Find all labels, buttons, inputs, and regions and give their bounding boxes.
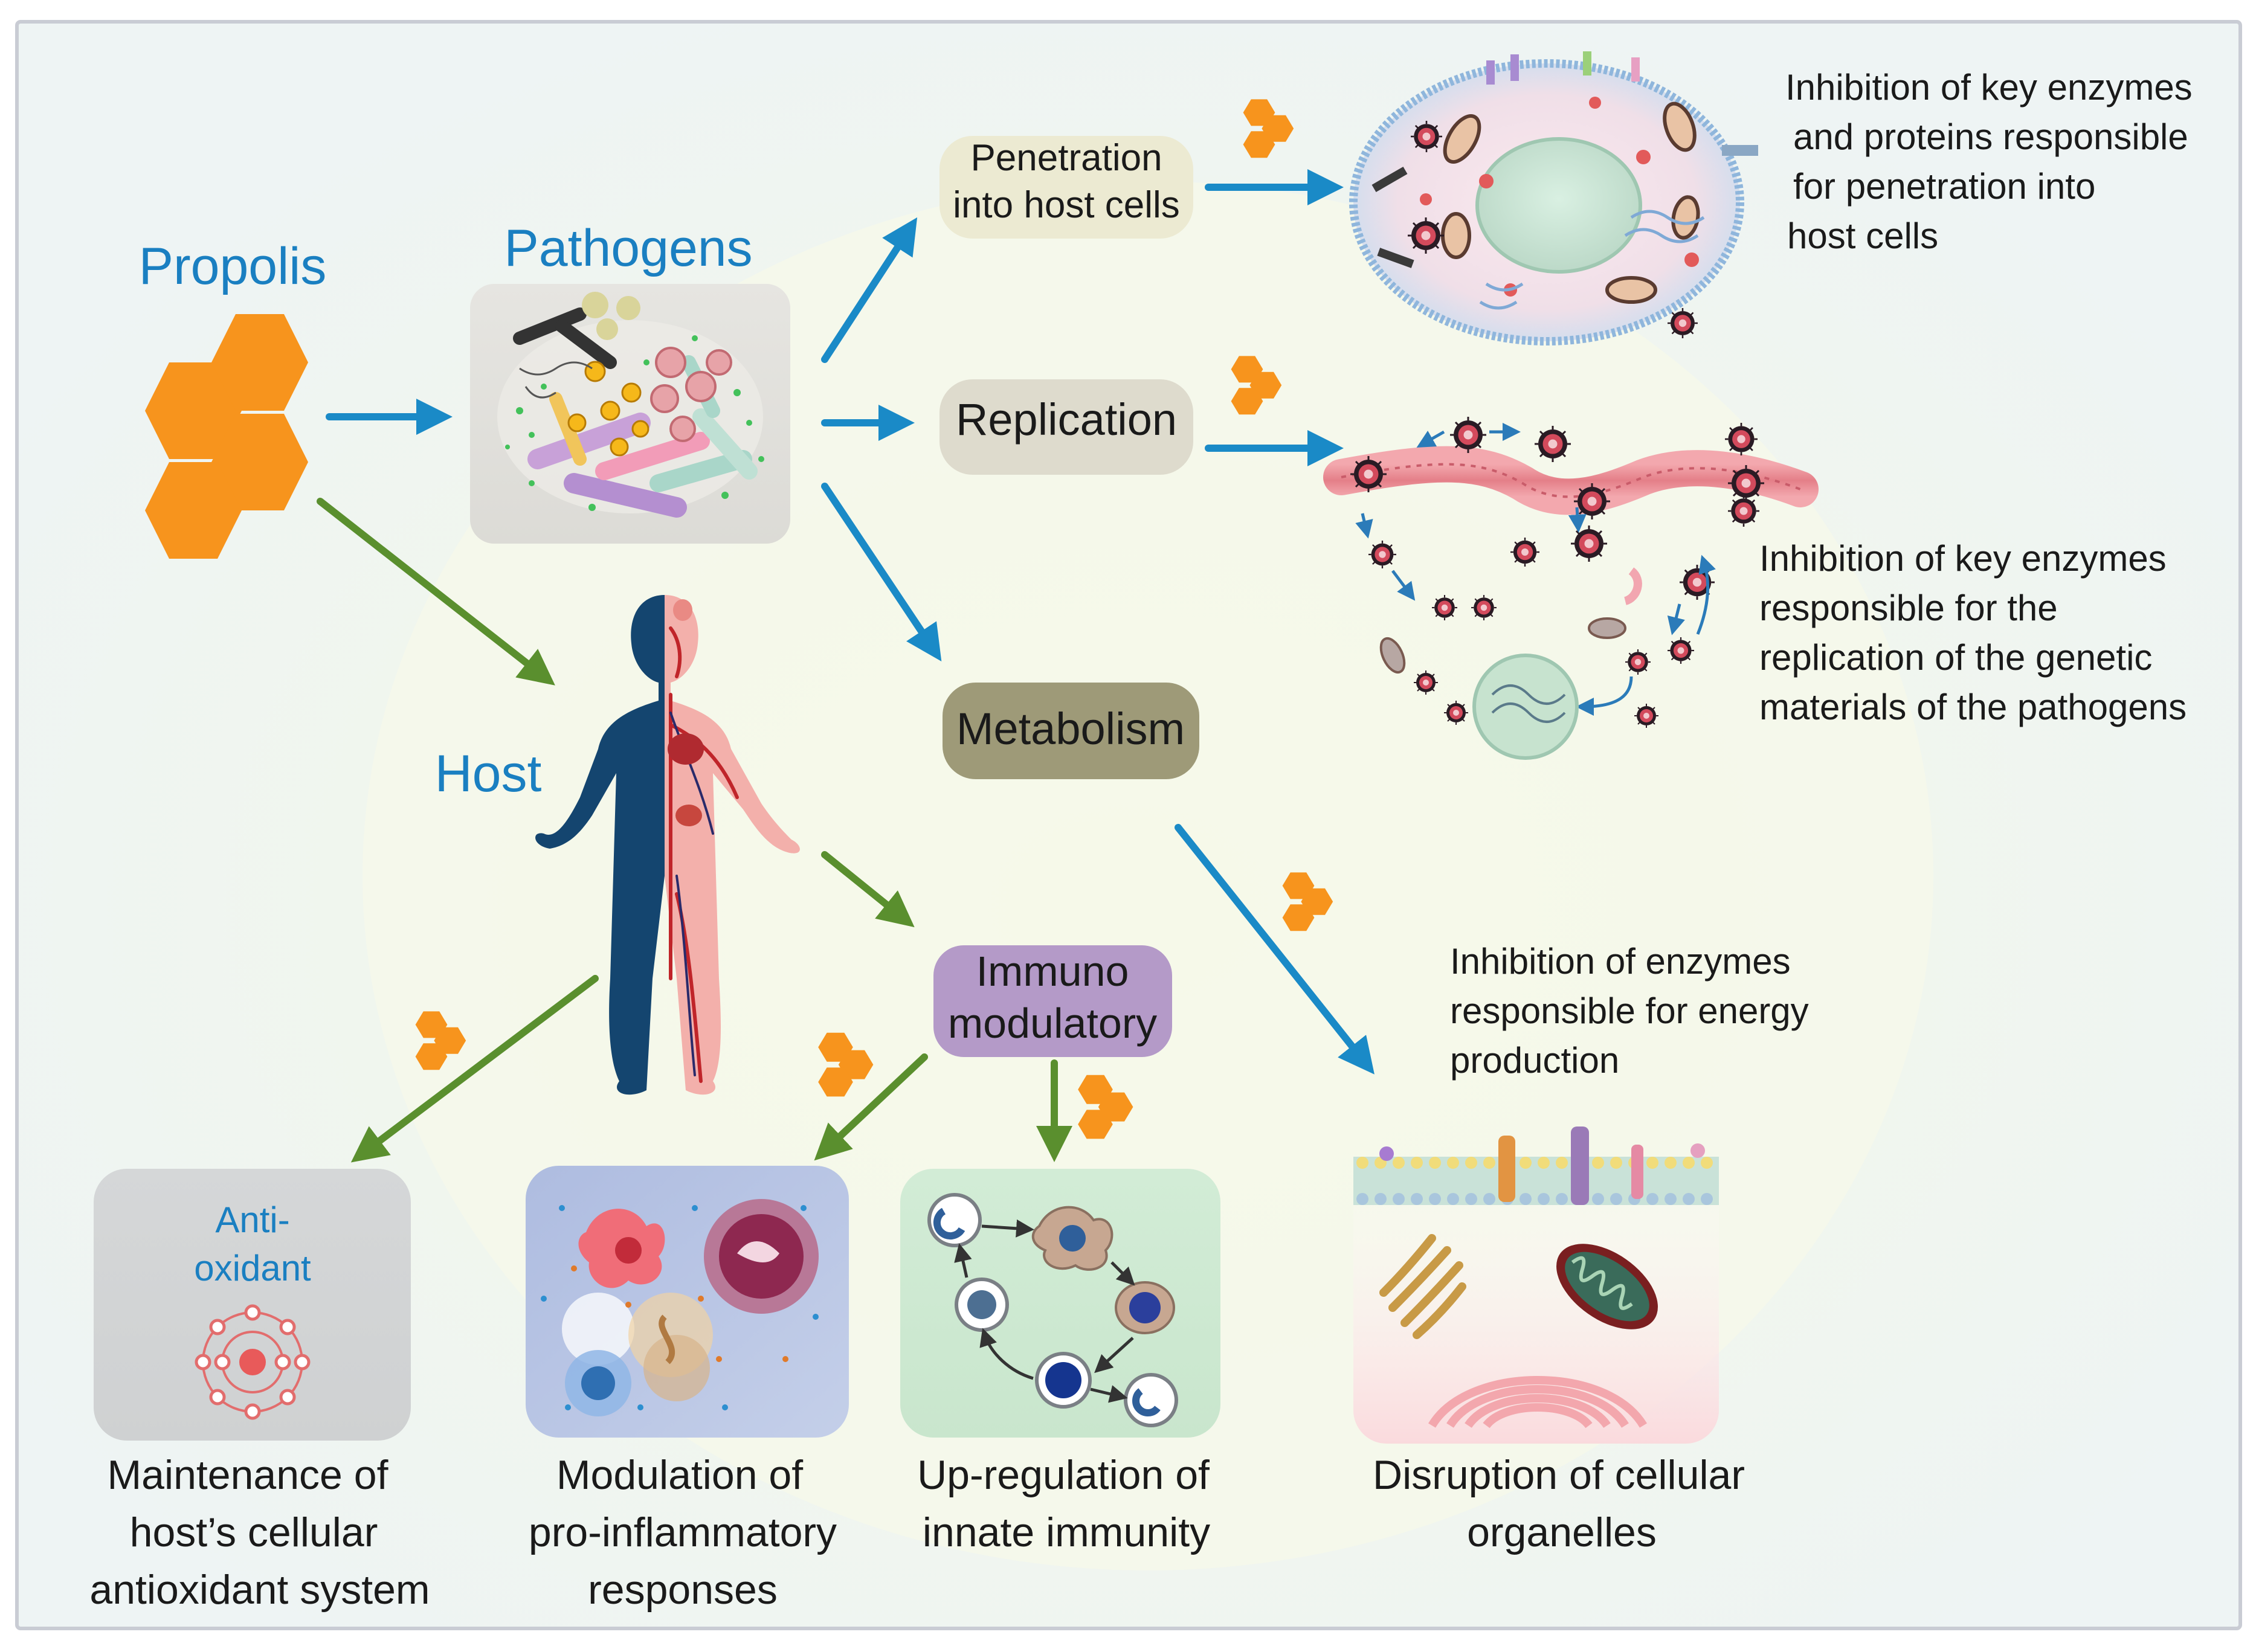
pill-immuno-line-2: modulatory — [948, 1000, 1157, 1047]
pill-immuno-line-1: Immuno — [976, 948, 1129, 995]
arrow-pathogens-to-penetration — [821, 217, 918, 363]
arrow-pathogens-to-metabolism — [821, 483, 942, 661]
innate-cells-illustration — [927, 1193, 1178, 1427]
box-organelles — [1353, 1127, 1719, 1444]
box-antioxidant: Anti- oxidant — [94, 1169, 411, 1441]
box-inflammatory — [526, 1166, 849, 1438]
pill-replication: Replication — [939, 379, 1193, 475]
caption-inflammatory-line-3: responses — [588, 1567, 778, 1613]
antioxidant-label-line-2: oxidant — [194, 1248, 311, 1288]
antioxidant-label-line-1: Anti- — [215, 1200, 289, 1240]
pill-replication-label: Replication — [956, 394, 1177, 445]
caption-inflammatory-line-2: pro-inflammatory — [529, 1509, 837, 1555]
caption-organelles-line-1: Disruption of cellular — [1373, 1452, 1745, 1498]
propolis-label: Propolis — [139, 237, 327, 295]
description-penetration-line-3: for penetration into — [1793, 166, 2095, 207]
caption-antioxidant-line-3: antioxidant system — [89, 1567, 430, 1613]
replication-illustration — [1323, 417, 1819, 760]
caption-antioxidant: Maintenance of host’s cellular antioxida… — [89, 1452, 430, 1613]
caption-antioxidant-line-2: host’s cellular — [130, 1509, 378, 1555]
description-penetration-line-2: and proteins responsible — [1793, 117, 2188, 157]
caption-innate-line-2: innate immunity — [923, 1509, 1210, 1555]
pill-penetration: Penetration into host cells — [939, 136, 1193, 239]
description-energy-line-1: Inhibition of enzymes — [1450, 941, 1791, 982]
propolis-honeycomb-icon — [145, 314, 308, 559]
caption-organelles-line-2: organelles — [1467, 1509, 1657, 1555]
pathogens-illustration — [497, 292, 764, 518]
arrow-metabolism-to-organelles — [1175, 824, 1375, 1075]
description-penetration-line-4: host cells — [1787, 216, 1938, 256]
caption-inflammatory-line-1: Modulation of — [556, 1452, 803, 1498]
pathogens-label: Pathogens — [504, 219, 752, 277]
arrow-immuno-to-inflammatory — [814, 1053, 928, 1161]
caption-innate: Up-regulation of innate immunity — [917, 1452, 1210, 1555]
organelles-illustration — [1353, 1127, 1719, 1429]
description-replication: Inhibition of key enzymes responsible fo… — [1759, 538, 2187, 727]
pill-metabolism-label: Metabolism — [956, 704, 1185, 754]
description-replication-line-1: Inhibition of key enzymes — [1759, 538, 2167, 579]
host-cell-illustration — [1349, 51, 1758, 346]
flow-arrows — [317, 169, 1375, 1163]
description-penetration: Inhibition of key enzymes and proteins r… — [1785, 67, 2193, 256]
human-body-icon — [535, 595, 800, 1095]
description-replication-line-2: responsible for the — [1759, 588, 2058, 628]
pill-metabolism: Metabolism — [943, 683, 1199, 779]
description-penetration-line-1: Inhibition of key enzymes — [1785, 67, 2193, 108]
propolis-group: Propolis — [139, 237, 327, 559]
arrow-host-to-antioxidant — [350, 975, 599, 1163]
arrow-host-to-immuno — [821, 851, 915, 928]
atom-icon — [195, 1304, 311, 1420]
host-label: Host — [435, 745, 542, 803]
caption-innate-line-1: Up-regulation of — [917, 1452, 1210, 1498]
box-innate — [900, 1169, 1220, 1438]
arrow-propolis-to-host — [317, 498, 555, 686]
caption-antioxidant-line-1: Maintenance of — [108, 1452, 388, 1498]
pill-penetration-line-2: into host cells — [953, 184, 1180, 226]
immune-cells-illustration — [541, 1199, 819, 1416]
description-replication-line-3: replication of the genetic — [1759, 637, 2152, 678]
description-energy-line-3: production — [1450, 1040, 1619, 1081]
description-replication-line-4: materials of the pathogens — [1759, 687, 2187, 727]
description-energy-line-2: responsible for energy — [1450, 991, 1809, 1031]
caption-organelles: Disruption of cellular organelles — [1373, 1452, 1745, 1555]
caption-inflammatory: Modulation of pro-inflammatory responses — [529, 1452, 837, 1613]
pill-penetration-line-1: Penetration — [970, 137, 1162, 179]
host-group: Host — [435, 595, 800, 1095]
description-energy: Inhibition of enzymes responsible for en… — [1450, 941, 1809, 1081]
pill-immuno: Immuno modulatory — [933, 945, 1172, 1057]
pathogens-group: Pathogens — [470, 219, 790, 544]
